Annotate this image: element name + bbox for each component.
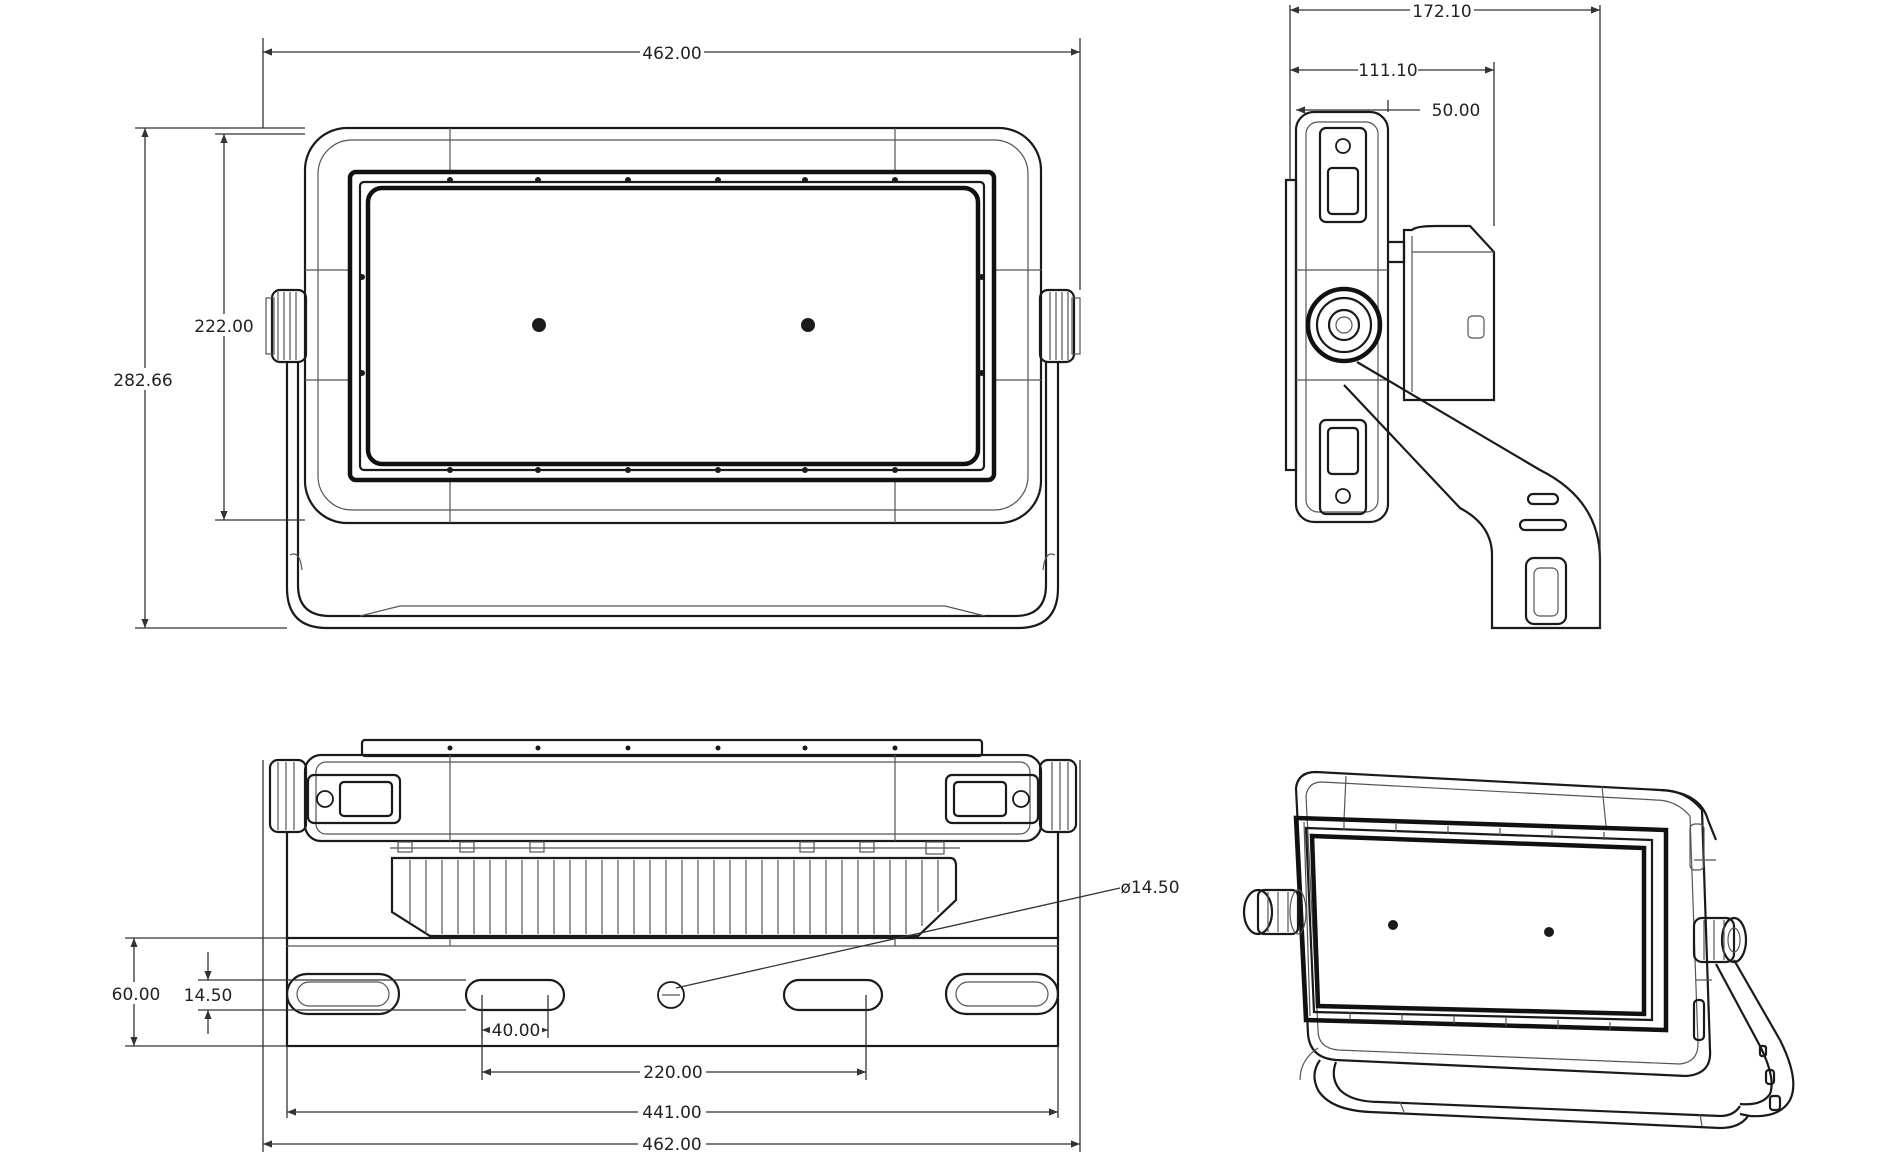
dim-side-mid: 111.10 [1290,60,1495,226]
dim-slot-length: 40.00 [481,995,549,1041]
iso-sensor-left [1388,920,1398,930]
front-view: 462.00 282.66 222.00 [110,38,1081,630]
front-bracket [285,362,1060,630]
mount-slots [285,972,1060,1016]
dim-bottom-width: 462.00 [262,760,1081,1155]
iso-bracket [1299,959,1795,1130]
dim-slot-spacing-label: 220.00 [643,1063,702,1083]
sensor-dot-left [532,318,546,332]
bottom-view: ø14.50 60.00 14.50 40.00 [108,738,1180,1155]
bottom-handle-right [944,773,1040,825]
dim-slot-length-label: 40.00 [492,1021,541,1041]
dim-mount-height-label: 60.00 [112,985,161,1005]
dim-side-body: 50.00 [1296,100,1480,121]
side-view: 172.10 111.10 50.00 [1284,1,1602,630]
dim-slot-height: 14.50 [180,952,466,1034]
dim-hole-diameter-label: ø14.50 [1120,878,1179,898]
dim-hole-diameter: ø14.50 [675,878,1180,989]
dim-bracket-width-label: 441.00 [642,1103,701,1123]
dim-front-overall-height-label: 282.66 [113,371,172,391]
side-handle-top [1318,126,1368,224]
knob-left [265,288,308,364]
driver-bumps [397,841,945,855]
iso-knob-left [1242,888,1307,936]
heatsink [390,856,958,938]
side-knob [1305,286,1383,364]
bottom-knob-right [1038,758,1078,834]
iso-view [1242,770,1795,1130]
bottom-knob-left [268,758,308,834]
bottom-handle-left [306,773,402,825]
dim-front-overall-height: 282.66 [110,127,305,629]
dim-bracket-width: 441.00 [286,1046,1059,1123]
dim-slot-height-label: 14.50 [184,986,233,1006]
dim-front-width-label: 462.00 [642,44,701,64]
side-arm [1343,361,1602,630]
dim-mount-height: 60.00 [108,937,287,1047]
heatsink-fins [409,860,939,934]
dim-side-body-label: 50.00 [1432,101,1481,121]
dim-front-body-height: 222.00 [192,133,305,521]
dim-front-width: 462.00 [262,38,1081,290]
dim-bottom-width-label: 462.00 [642,1135,701,1155]
dim-slot-spacing: 220.00 [481,995,867,1083]
sensor-dot-right [801,318,815,332]
dim-side-mid-label: 111.10 [1358,61,1417,81]
dim-side-total-label: 172.10 [1412,2,1471,22]
dim-side-total: 172.10 [1289,1,1601,628]
dim-front-body-height-label: 222.00 [194,317,253,337]
side-handle-bottom [1318,418,1368,516]
iso-sensor-right [1544,927,1554,937]
knob-right [1038,288,1081,364]
iso-knob-right [1692,916,1748,964]
lens-strip-screws [447,745,898,751]
bezel-screws [359,177,985,473]
